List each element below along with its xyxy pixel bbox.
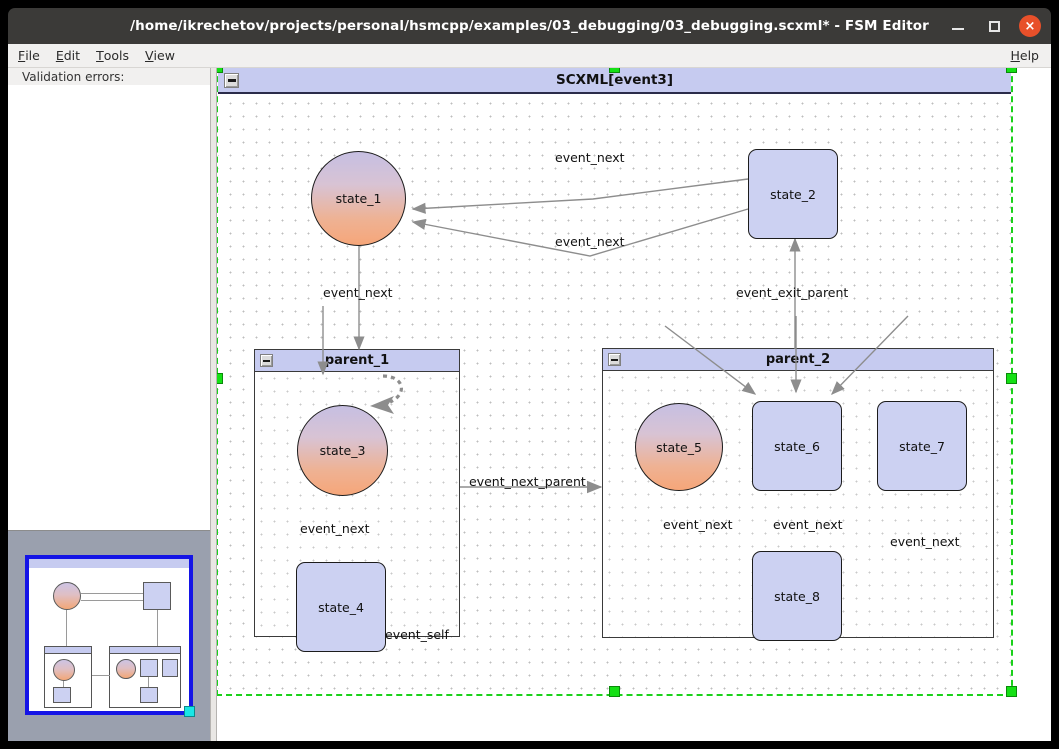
- group-parent_1-header[interactable]: parent_1: [255, 350, 459, 372]
- minimap-state-4: [53, 687, 71, 703]
- minimap-state-5: [116, 659, 136, 679]
- minimap-state-7: [162, 659, 178, 677]
- maximize-icon: [988, 20, 1000, 32]
- state-node-state_5[interactable]: state_5: [635, 403, 723, 491]
- minimap-root-header: [29, 559, 189, 568]
- minimap[interactable]: [8, 530, 210, 741]
- state-label: state_2: [770, 186, 816, 202]
- minimap-edge-3-to-4: [63, 681, 64, 687]
- scxml-root-container[interactable]: SCXML[event3]: [217, 68, 1017, 697]
- minus-icon: [227, 79, 236, 82]
- state-label: state_1: [335, 191, 382, 206]
- scxml-root-title: SCXML[event3]: [556, 72, 673, 88]
- group-parent_2-body[interactable]: state_5 state_6 state_7 state_8 event_ne…: [603, 371, 993, 641]
- minimap-state-3: [53, 659, 75, 681]
- edge-label-event_next-6: event_next: [773, 517, 843, 532]
- minimap-state-1: [53, 582, 81, 610]
- edge-label-event_next-5: event_next: [663, 517, 733, 532]
- state-node-state_6[interactable]: state_6: [752, 401, 842, 491]
- state-label: state_6: [774, 438, 820, 454]
- diagram-canvas[interactable]: SCXML[event3]: [217, 68, 1051, 741]
- minimap-parent-1-header: [45, 647, 91, 654]
- minimap-state-6: [140, 659, 158, 677]
- selection-handle-middle-right[interactable]: [1006, 373, 1017, 384]
- minimap-parent-2: [109, 646, 181, 708]
- close-icon: ×: [1024, 18, 1036, 34]
- selection-handle-top-left[interactable]: [217, 68, 223, 73]
- minimap-parent-1: [44, 646, 92, 708]
- state-label: state_4: [318, 599, 364, 615]
- edge-label-event_next_parent: event_next_parent: [469, 474, 586, 489]
- minimap-resize-handle[interactable]: [184, 706, 195, 717]
- minimap-state-8: [140, 687, 158, 703]
- selection-handle-top-right[interactable]: [1006, 68, 1017, 73]
- edge-label-event_next-3: event_next: [323, 285, 393, 300]
- validation-panel: Validation errors:: [8, 68, 211, 741]
- minimap-edge-p2-to-2: [157, 610, 158, 646]
- minimize-icon: [952, 28, 964, 30]
- edge-label-event_self: event_self: [385, 627, 449, 642]
- state-node-state_1[interactable]: state_1: [311, 151, 406, 246]
- state-label: state_7: [899, 438, 945, 454]
- close-button[interactable]: ×: [1019, 15, 1041, 37]
- selection-handle-bottom-center[interactable]: [609, 686, 620, 697]
- minimap-edge-top: [81, 593, 143, 594]
- group-title: parent_2: [765, 352, 831, 367]
- state-label: state_5: [656, 439, 702, 455]
- edge-label-event_exit_parent: event_exit_parent: [736, 285, 849, 300]
- state-label: state_3: [319, 443, 366, 458]
- scxml-collapse-button[interactable]: [224, 73, 239, 88]
- minimap-state-2: [143, 582, 171, 610]
- panel-splitter[interactable]: [211, 68, 217, 741]
- minus-icon: [611, 358, 618, 361]
- minimap-edge-1-to-p1: [66, 610, 67, 646]
- group-parent_2-collapse-button[interactable]: [608, 353, 621, 366]
- selection-handle-bottom-right[interactable]: [1006, 686, 1017, 697]
- state-node-state_8[interactable]: state_8: [752, 551, 842, 641]
- group-parent_1[interactable]: parent_1 state_3 state_4 event_next even…: [254, 349, 460, 652]
- minimap-parent-2-header: [110, 647, 180, 654]
- selection-handle-top-center[interactable]: [609, 68, 620, 73]
- edge-label-event_next-2: event_next: [555, 234, 625, 249]
- title-bar: /home/ikrechetov/projects/personal/hsmcp…: [8, 8, 1051, 44]
- minimap-edge-bottom: [81, 600, 143, 601]
- state-node-state_2[interactable]: state_2: [748, 149, 838, 239]
- minimap-viewport[interactable]: [25, 555, 195, 717]
- minimap-edge-6-to-8: [148, 677, 149, 687]
- minus-icon: [263, 359, 270, 362]
- group-parent_1-collapse-button[interactable]: [260, 354, 273, 367]
- validation-errors-header: Validation errors:: [8, 68, 210, 85]
- state-node-state_3[interactable]: state_3: [297, 405, 388, 496]
- group-parent_1-body[interactable]: state_3 state_4 event_next event_self: [255, 372, 459, 652]
- group-parent_2-header[interactable]: parent_2: [603, 349, 993, 371]
- selection-handle-middle-left[interactable]: [217, 373, 223, 384]
- edge-label-event_next-1: event_next: [555, 150, 625, 165]
- window-title: /home/ikrechetov/projects/personal/hsmcp…: [130, 18, 929, 34]
- state-label: state_8: [774, 588, 820, 604]
- maximize-button[interactable]: [983, 15, 1005, 37]
- minimize-button[interactable]: [947, 15, 969, 37]
- edge-label-event_next-4: event_next: [300, 521, 370, 536]
- edge-label-event_next-7: event_next: [890, 534, 960, 549]
- group-parent_2[interactable]: parent_2 state_5 state_6 state_7: [602, 348, 994, 641]
- minimap-edge-p1-to-p2: [92, 675, 110, 676]
- scxml-root-body[interactable]: state_1 state_2 event_next event_next ev…: [218, 94, 1011, 694]
- minimap-content: [31, 570, 187, 709]
- state-node-state_7[interactable]: state_7: [877, 401, 967, 491]
- validation-errors-list[interactable]: [8, 85, 210, 530]
- window-controls: ×: [947, 8, 1041, 44]
- group-title: parent_1: [324, 353, 390, 368]
- state-node-state_4[interactable]: state_4: [296, 562, 386, 652]
